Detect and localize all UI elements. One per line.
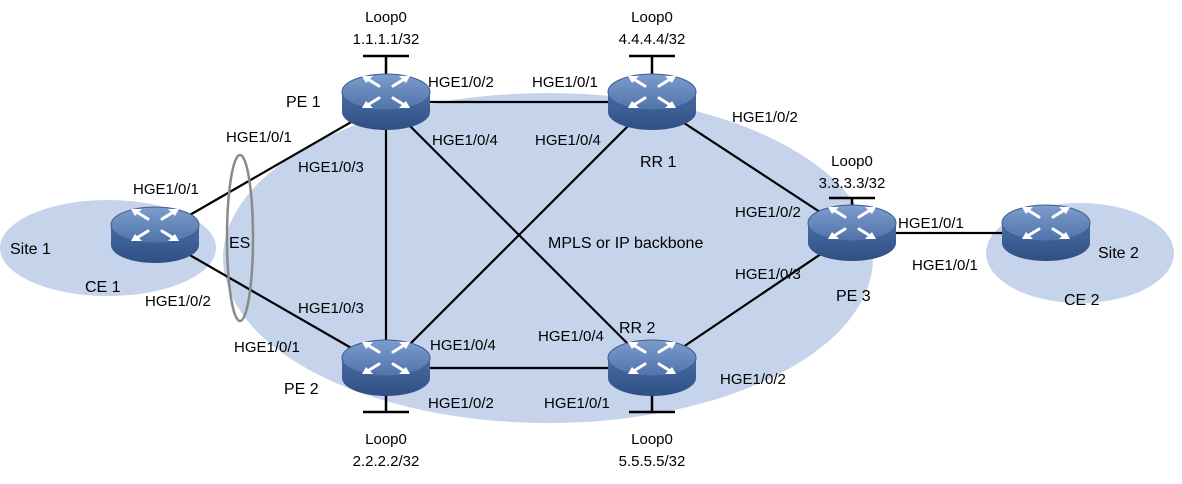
if-rr1-pe2: HGE1/0/4 <box>535 132 601 149</box>
if-pe1-pe2: HGE1/0/3 <box>298 159 364 176</box>
backbone-label: MPLS or IP backbone <box>548 235 703 252</box>
pe3-loopback-address: 3.3.3.3/32 <box>819 175 886 192</box>
site2-label: Site 2 <box>1098 245 1139 262</box>
link-rr2-pe3 <box>651 232 853 369</box>
pe2-router-icon <box>340 338 432 398</box>
rr1-router-icon <box>606 72 698 132</box>
if-ce1-pe2: HGE1/0/2 <box>145 293 211 310</box>
if-ce1-pe1: HGE1/0/1 <box>133 181 199 198</box>
pe2-loopback-label: Loop0 <box>365 431 407 448</box>
rr2-loopback-label: Loop0 <box>631 431 673 448</box>
if-pe2-pe1: HGE1/0/3 <box>298 300 364 317</box>
link-ce1-pe2 <box>154 234 387 369</box>
pe1-name: PE 1 <box>286 94 321 111</box>
pe1-router-icon <box>340 72 432 132</box>
rr1-loopback-label: Loop0 <box>631 9 673 26</box>
pe3-loopback-label: Loop0 <box>831 153 873 170</box>
es-ellipse <box>225 153 255 323</box>
if-pe3-rr1: HGE1/0/2 <box>735 204 801 221</box>
link-ce1-pe1 <box>154 101 387 236</box>
rr2-router-icon <box>606 338 698 398</box>
site1-label: Site 1 <box>10 241 51 258</box>
pe1-loopback-address: 1.1.1.1/32 <box>353 31 420 48</box>
if-rr1-pe3: HGE1/0/2 <box>732 109 798 126</box>
ce1-router-icon <box>109 205 201 265</box>
link-rr1-pe2 <box>385 101 653 369</box>
if-pe3-rr2: HGE1/0/3 <box>735 266 801 283</box>
if-pe3-ce2: HGE1/0/1 <box>898 215 964 232</box>
es-label: ES <box>229 235 250 252</box>
if-pe2-ce1: HGE1/0/1 <box>234 339 300 356</box>
rr2-loopback-address: 5.5.5.5/32 <box>619 453 686 470</box>
pe2-name: PE 2 <box>284 381 319 398</box>
if-rr2-pe2: HGE1/0/1 <box>544 395 610 412</box>
rr1-name: RR 1 <box>640 154 677 171</box>
if-ce2-pe3: HGE1/0/1 <box>912 257 978 274</box>
if-rr2-pe1: HGE1/0/4 <box>538 328 604 345</box>
rr2-name: RR 2 <box>619 320 656 337</box>
ce2-router-icon <box>1000 203 1092 263</box>
if-rr2-pe3: HGE1/0/2 <box>720 371 786 388</box>
links <box>154 100 1046 370</box>
if-pe2-rr2: HGE1/0/2 <box>428 395 494 412</box>
rr1-loopback-address: 4.4.4.4/32 <box>619 31 686 48</box>
pe1-loopback-label: Loop0 <box>365 9 407 26</box>
ce1-name: CE 1 <box>85 279 121 296</box>
if-pe1-rr1: HGE1/0/2 <box>428 74 494 91</box>
if-pe2-rr1: HGE1/0/4 <box>430 337 496 354</box>
if-pe1-ce1: HGE1/0/1 <box>226 129 292 146</box>
pe3-router-icon <box>806 203 898 263</box>
pe2-loopback-address: 2.2.2.2/32 <box>353 453 420 470</box>
if-pe1-rr2: HGE1/0/4 <box>432 132 498 149</box>
if-rr1-pe1: HGE1/0/1 <box>532 74 598 91</box>
pe3-name: PE 3 <box>836 288 871 305</box>
ce2-name: CE 2 <box>1064 292 1100 309</box>
